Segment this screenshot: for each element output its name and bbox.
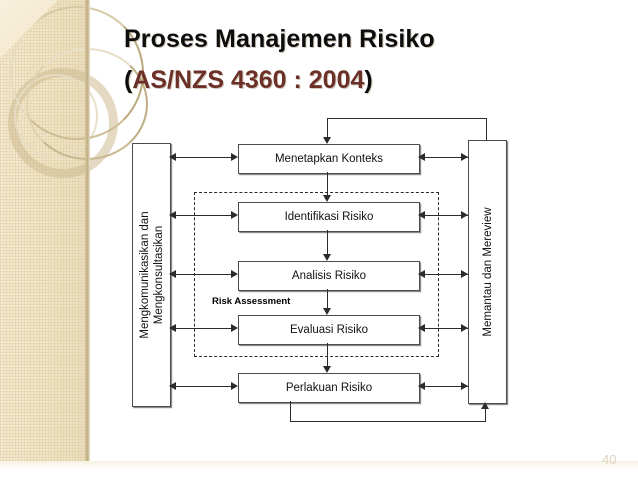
feedback-top-vertical-left <box>327 118 329 137</box>
arrowhead-down-analisis <box>323 254 331 261</box>
feedback-bottom-vertical-right <box>485 409 487 422</box>
arrowhead-right-konteks-col <box>461 153 468 161</box>
arrowhead-right-perlakuan-col <box>461 382 468 390</box>
left-column-communicate-consult: Mengkomunikasikan dan Mengkonsultasikan <box>132 143 171 407</box>
arrowhead-left-identifikasi <box>169 211 176 219</box>
subtitle-open-paren: ( <box>124 66 133 94</box>
feedback-top-horizontal <box>327 118 487 120</box>
link-right-perlakuan <box>424 386 468 388</box>
page-subtitle: (AS/NZS 4360 : 2004) <box>124 66 373 95</box>
arrowhead-left-konteks <box>169 153 176 161</box>
risk-assessment-label: Risk Assessment <box>212 296 291 307</box>
link-right-analisis <box>424 274 468 276</box>
decorative-band-edge <box>85 0 90 461</box>
process-box-menetapkan-konteks: Menetapkan Konteks <box>238 144 420 174</box>
link-right-evaluasi <box>424 328 468 330</box>
arrowhead-down-konteks <box>323 137 331 144</box>
connector-konteks-to-identifikasi <box>327 172 329 195</box>
arrowhead-left-analisis <box>169 270 176 278</box>
arrowhead-right-identifikasi-col <box>461 211 468 219</box>
arrowhead-left-perlakuan <box>169 382 176 390</box>
link-left-perlakuan <box>176 386 232 388</box>
process-box-analisis-risiko: Analisis Risiko <box>238 261 420 291</box>
subtitle-close-paren: ) <box>364 66 373 94</box>
arrowhead-right-analisis-col <box>461 270 468 278</box>
connector-identifikasi-to-analisis <box>327 230 329 254</box>
link-left-identifikasi <box>176 215 232 217</box>
connector-analisis-to-evaluasi <box>327 289 329 308</box>
link-right-identifikasi <box>424 215 468 217</box>
arrowhead-left-konteks-right <box>418 153 425 161</box>
process-box-identifikasi-risiko: Identifikasi Risiko <box>238 202 420 232</box>
page-number: 40 <box>602 452 617 467</box>
feedback-bottom-horizontal <box>290 421 486 423</box>
arrowhead-left-evaluasi-right <box>418 324 425 332</box>
right-column-monitor-review: Memantau dan Mereview <box>468 140 507 404</box>
arrowhead-up-right-column <box>481 402 489 409</box>
feedback-bottom-vertical-left <box>290 401 292 422</box>
arrowhead-left-analisis-right <box>418 270 425 278</box>
arrowhead-right-evaluasi <box>231 324 238 332</box>
link-left-analisis <box>176 274 232 276</box>
arrowhead-down-evaluasi <box>323 308 331 315</box>
arrowhead-left-identifikasi-right <box>418 211 425 219</box>
link-right-konteks <box>424 157 468 159</box>
arrowhead-right-evaluasi-col <box>461 324 468 332</box>
arrowhead-down-perlakuan <box>323 366 331 373</box>
link-left-evaluasi <box>176 328 232 330</box>
right-column-label: Memantau dan Mereview <box>481 207 494 337</box>
left-column-label-line2: Mengkonsultasikan <box>152 225 165 325</box>
arrowhead-left-perlakuan-right <box>418 382 425 390</box>
feedback-top-vertical-right <box>486 118 488 141</box>
arrowhead-right-identifikasi <box>231 211 238 219</box>
process-box-perlakuan-risiko: Perlakuan Risiko <box>238 373 420 403</box>
left-column-label-line1: Mengkomunikasikan dan <box>138 211 151 339</box>
arrowhead-down-identifikasi <box>323 195 331 202</box>
link-left-konteks <box>176 157 232 159</box>
arrowhead-right-konteks <box>231 153 238 161</box>
left-column-label: Mengkomunikasikan dan Mengkonsultasikan <box>138 211 166 338</box>
page-title: Proses Manajemen Risiko <box>124 25 435 53</box>
arrowhead-right-perlakuan <box>231 382 238 390</box>
arrowhead-right-analisis <box>231 270 238 278</box>
standard-code: AS/NZS 4360 : 2004 <box>132 66 365 94</box>
connector-evaluasi-to-perlakuan <box>327 343 329 366</box>
arrowhead-left-evaluasi <box>169 324 176 332</box>
decorative-band-foot <box>0 461 638 470</box>
process-box-evaluasi-risiko: Evaluasi Risiko <box>238 315 420 345</box>
